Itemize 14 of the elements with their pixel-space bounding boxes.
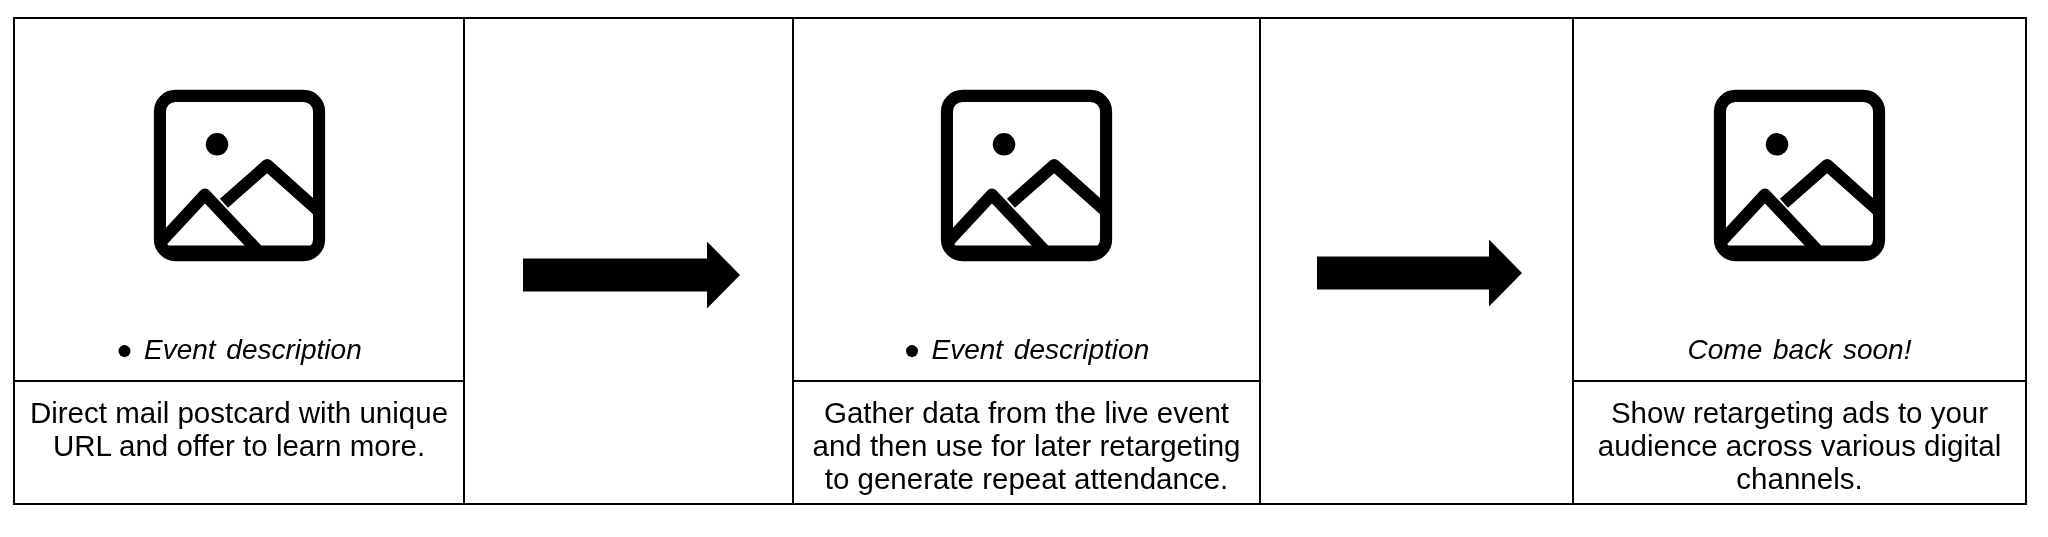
step-panel [13,17,465,505]
description-text: Gather data from the live event and then use for later retargeting to generate repeat attendance. [811,396,1242,495]
image-icon [152,89,326,262]
caption-text: ● Event description [903,335,1150,365]
description-text: Direct mail postcard with unique URL and offer to learn more. [28,396,450,462]
caption-text: Come back soon! [1687,335,1912,365]
arrow [523,241,740,309]
step-panel [792,17,1261,505]
image-icon [940,89,1113,262]
image-icon [1713,89,1886,262]
step-panel [1572,17,2027,505]
caption-text: ● Event description [116,335,362,365]
description-text: Show retargeting ads to your audience across various digital channels. [1596,396,2003,495]
arrow [1317,239,1522,307]
